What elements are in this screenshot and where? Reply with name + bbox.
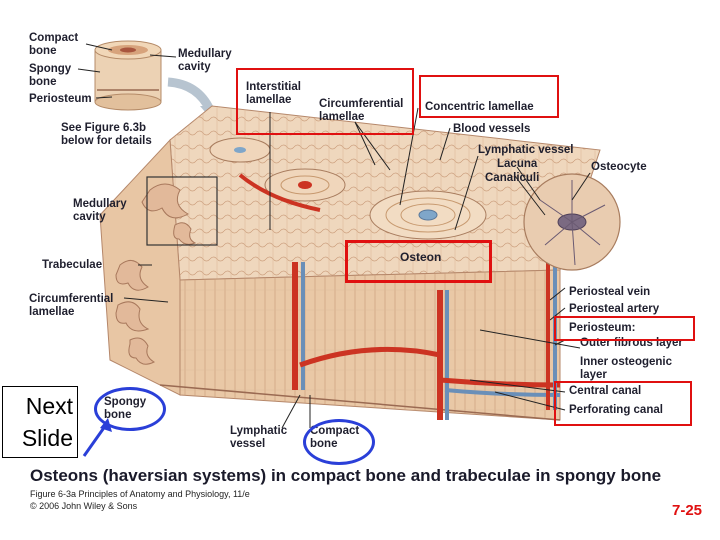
highlight-concentric-lamellae bbox=[419, 75, 559, 118]
label-periosteal-vein: Periosteal vein bbox=[569, 286, 651, 298]
label-lacuna: Lacuna bbox=[497, 158, 538, 170]
slide-number: 7-25 bbox=[672, 502, 703, 519]
label-periosteum-top: Periosteum bbox=[29, 93, 92, 105]
next-slide-line1: Next bbox=[25, 393, 73, 419]
highlight-periosteum bbox=[554, 316, 695, 341]
label-trabeculae: Trabeculae bbox=[42, 259, 103, 271]
label-lymphatic-vessel-right: Lymphatic vessel bbox=[478, 144, 574, 156]
highlight-osteon bbox=[345, 240, 492, 283]
label-periosteum-right: Periosteum: bbox=[569, 322, 636, 334]
label-osteon: Osteon bbox=[400, 250, 442, 264]
label-periosteal-artery: Periosteal artery bbox=[569, 303, 660, 315]
figure-credit: Figure 6-3a Principles of Anatomy and Ph… bbox=[30, 489, 250, 511]
label-spongy-bone-top: Spongy bone bbox=[29, 63, 72, 88]
long-bone-section-icon bbox=[94, 40, 162, 111]
figure-caption: Osteons (haversian systems) in compact b… bbox=[30, 466, 662, 485]
label-central-canal: Central canal bbox=[569, 385, 642, 397]
label-circumferential-lamellae-left: Circumferential lamellae bbox=[29, 293, 114, 318]
label-inner-osteogenic-layer: Inner osteogenic layer bbox=[580, 356, 673, 381]
osteocyte-inset bbox=[523, 173, 621, 271]
label-see-figure: See Figure 6.3b below for details bbox=[61, 122, 152, 147]
highlight-compact-bone bbox=[303, 419, 375, 465]
label-concentric-lamellae: Concentric lamellae bbox=[425, 101, 534, 113]
label-medullary-cavity-top: Medullary cavity bbox=[178, 48, 232, 73]
label-medullary-cavity-side: Medullary cavity bbox=[73, 198, 127, 223]
highlight-interstitial-circumferential bbox=[236, 68, 414, 135]
next-slide-button[interactable]: Next Slide bbox=[2, 386, 78, 458]
label-osteocyte: Osteocyte bbox=[591, 161, 647, 173]
trabeculae-drawing bbox=[115, 183, 197, 365]
highlight-canals bbox=[554, 381, 692, 426]
label-circumferential-lamellae-top: Circumferential lamellae bbox=[319, 98, 404, 123]
label-compact-bone: Compact bone bbox=[29, 32, 79, 57]
leader-lines bbox=[77, 43, 591, 429]
highlight-spongy-bone bbox=[94, 387, 166, 431]
label-interstitial-lamellae: Interstitial lamellae bbox=[246, 81, 301, 106]
osteon-cylinders bbox=[209, 137, 487, 240]
label-blood-vessels: Blood vessels bbox=[453, 123, 531, 135]
label-canaliculi: Canaliculi bbox=[485, 172, 540, 184]
next-slide-line2: Slide bbox=[21, 425, 73, 451]
label-perforating-canal: Perforating canal bbox=[569, 404, 663, 416]
medullary-cavity-inset-box bbox=[146, 176, 218, 246]
label-lymphatic-vessel-bottom: Lymphatic vessel bbox=[230, 425, 288, 450]
